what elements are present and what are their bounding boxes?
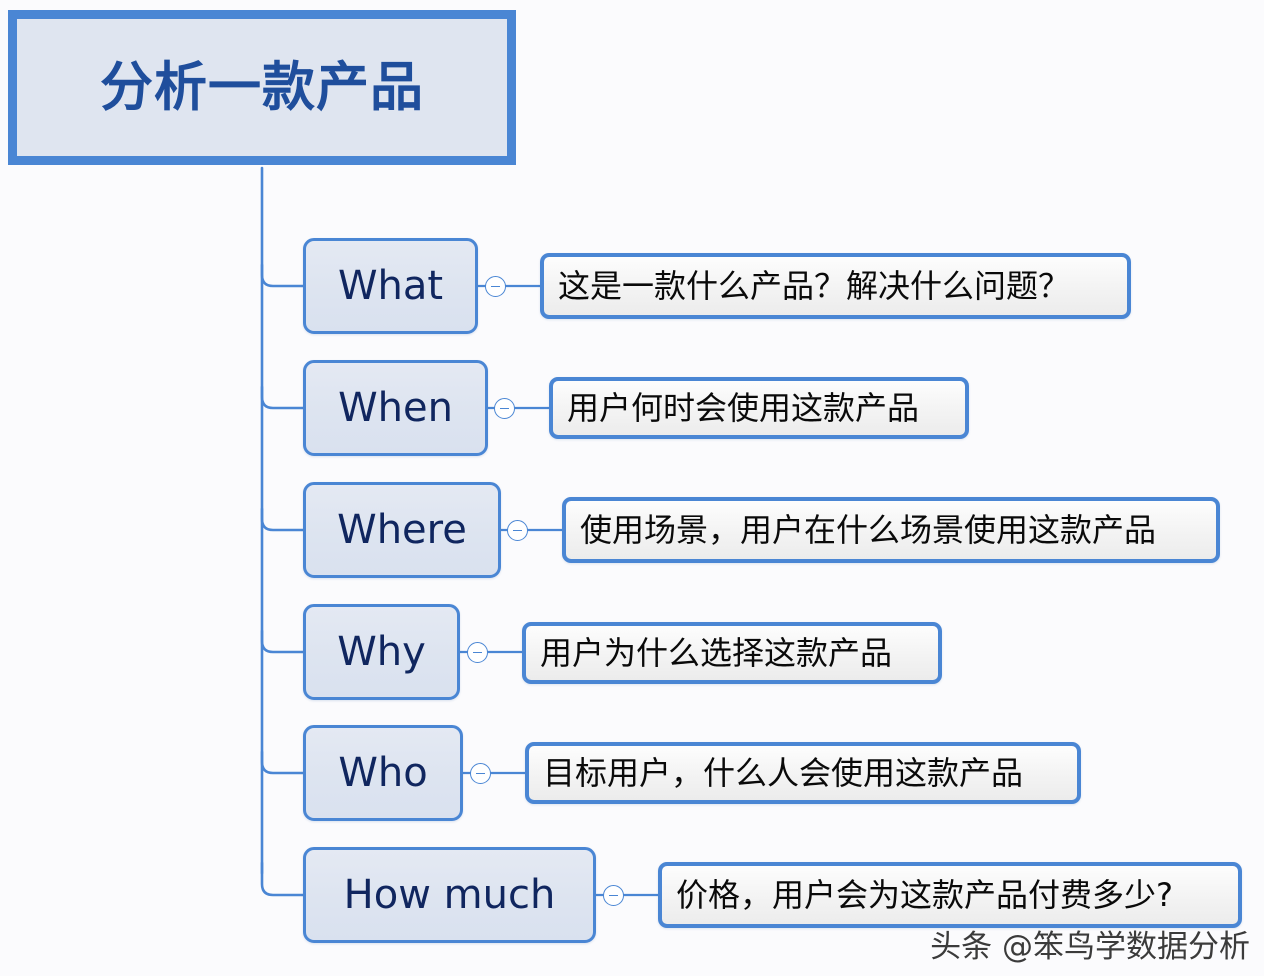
key-node-label: What <box>337 263 444 309</box>
key-node-how-much[interactable]: How much <box>303 847 596 943</box>
minus-circle-icon-where[interactable] <box>507 520 528 541</box>
detail-node-label: 这是一款什么产品？解决什么问题？ <box>558 267 1071 305</box>
key-node-label: Where <box>337 507 467 553</box>
key-node-when[interactable]: When <box>303 360 488 456</box>
detail-node-how-much[interactable]: 价格，用户会为这款产品付费多少? <box>658 862 1242 928</box>
minus-circle-icon-why[interactable] <box>467 642 488 663</box>
detail-node-label: 价格，用户会为这款产品付费多少? <box>676 876 1173 914</box>
minus-circle-icon-how-much[interactable] <box>603 885 624 906</box>
minus-glyph <box>473 651 482 654</box>
minus-circle-icon-what[interactable] <box>485 276 506 297</box>
minus-circle-icon-when[interactable] <box>494 398 515 419</box>
key-node-why[interactable]: Why <box>303 604 460 700</box>
key-node-label: Who <box>338 750 428 796</box>
minus-glyph <box>476 772 485 775</box>
root-node[interactable]: 分析一款产品 <box>8 10 516 165</box>
key-node-what[interactable]: What <box>303 238 478 334</box>
detail-node-who[interactable]: 目标用户，什么人会使用这款产品 <box>525 742 1081 804</box>
detail-node-label: 用户为什么选择这款产品 <box>540 634 893 672</box>
minus-circle-icon-who[interactable] <box>470 763 491 784</box>
minus-glyph <box>500 407 509 410</box>
detail-node-label: 使用场景，用户在什么场景使用这款产品 <box>580 511 1157 549</box>
detail-node-what[interactable]: 这是一款什么产品？解决什么问题？ <box>540 253 1131 319</box>
minus-glyph <box>513 529 522 532</box>
key-node-label: Why <box>337 629 426 675</box>
detail-node-where[interactable]: 使用场景，用户在什么场景使用这款产品 <box>562 497 1220 563</box>
detail-node-when[interactable]: 用户何时会使用这款产品 <box>549 377 969 439</box>
key-node-who[interactable]: Who <box>303 725 463 821</box>
minus-glyph <box>491 285 500 288</box>
minus-glyph <box>609 894 618 897</box>
detail-node-why[interactable]: 用户为什么选择这款产品 <box>522 622 942 684</box>
watermark-text: 头条 @笨鸟学数据分析 <box>930 929 1250 965</box>
key-node-label: When <box>338 385 453 431</box>
root-node-label: 分析一款产品 <box>100 57 424 118</box>
key-node-where[interactable]: Where <box>303 482 501 578</box>
detail-node-label: 用户何时会使用这款产品 <box>567 389 920 427</box>
detail-node-label: 目标用户，什么人会使用这款产品 <box>543 754 1024 792</box>
key-node-label: How much <box>343 872 556 918</box>
